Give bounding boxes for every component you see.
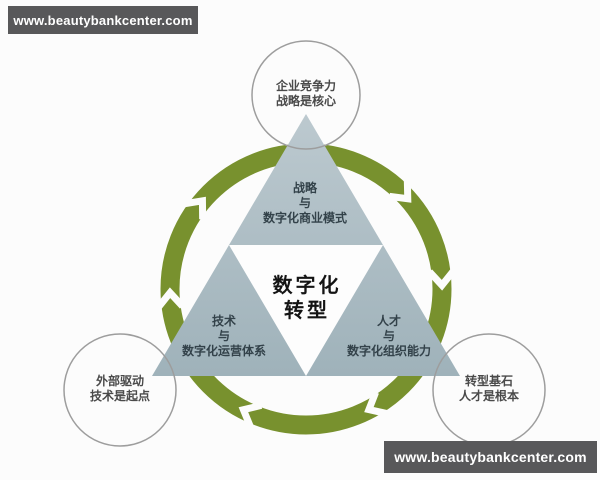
center-title-line2: 转型 [284, 300, 330, 322]
watermark-text-bottom: www.beautybankcenter.com [394, 449, 587, 465]
segment-talent-line1: 人才 [376, 314, 402, 328]
circle-top-line2: 战略是核心 [275, 94, 337, 108]
segment-label-strategy: 战略 与 数字化商业模式 [263, 181, 347, 226]
left-circle [63, 333, 177, 447]
inner-white-triangle [229, 245, 383, 376]
watermark-bar-top: www.beautybankcenter.com [8, 6, 198, 34]
circle-right-line2: 人才是根本 [458, 389, 520, 403]
circle-label-left: 外部驱动 技术是起点 [90, 374, 150, 404]
circle-right-line1: 转型基石 [464, 374, 514, 388]
circle-label-right: 转型基石 人才是根本 [459, 374, 519, 404]
segment-strategy-line2: 与 [298, 196, 312, 210]
center-title: 数字化 转型 [273, 274, 342, 324]
segment-technology-line2: 与 [217, 329, 231, 343]
segment-talent-line3: 数字化组织能力 [346, 344, 432, 358]
watermark-text-top: www.beautybankcenter.com [13, 12, 193, 28]
circle-label-top: 企业竞争力 战略是核心 [276, 79, 336, 109]
pyramid-triangle [152, 114, 460, 376]
segment-strategy-line3: 数字化商业模式 [262, 211, 348, 225]
segment-technology-line3: 数字化运营体系 [181, 344, 267, 358]
circle-left-line1: 外部驱动 [95, 374, 145, 388]
circle-left-line2: 技术是起点 [89, 389, 151, 403]
center-title-line1: 数字化 [272, 275, 342, 297]
segment-technology-line1: 技术 [211, 314, 237, 328]
segment-label-talent: 人才 与 数字化组织能力 [347, 314, 431, 359]
segment-talent-line2: 与 [382, 329, 396, 343]
top-circle [251, 40, 361, 150]
watermark-bar-bottom: www.beautybankcenter.com [384, 441, 597, 473]
segment-strategy-line1: 战略 [292, 181, 318, 195]
ring-arrow-notches [155, 180, 457, 429]
circle-top-line1: 企业竞争力 [275, 79, 337, 93]
segment-label-technology: 技术 与 数字化运营体系 [182, 314, 266, 359]
